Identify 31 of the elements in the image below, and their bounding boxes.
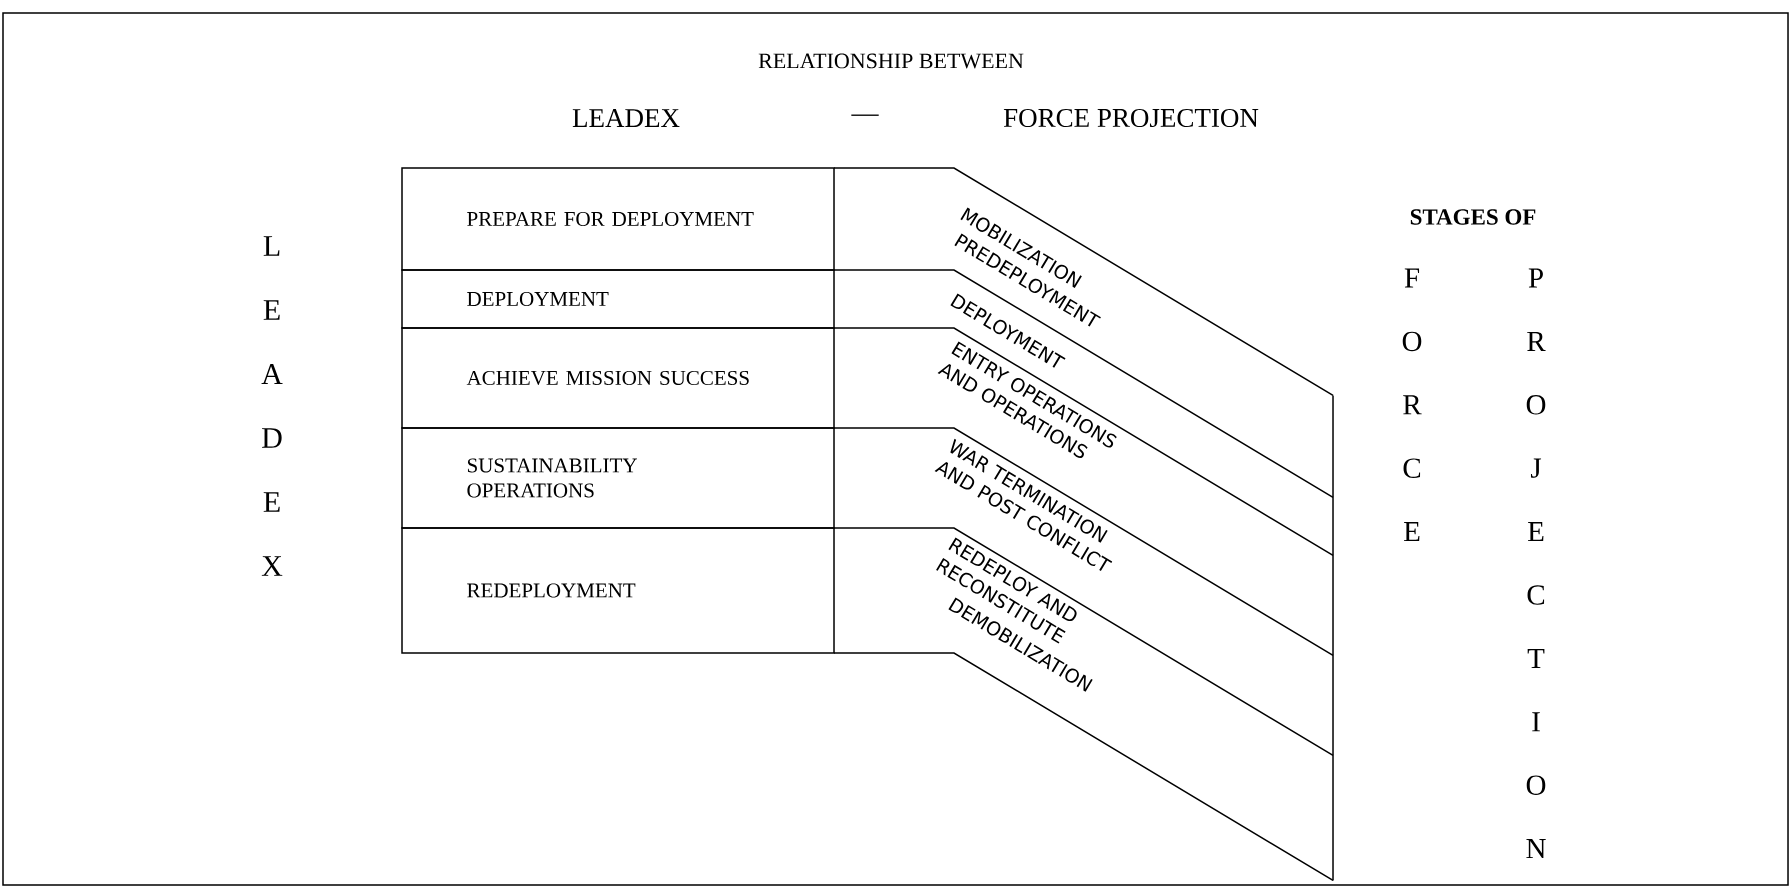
vertical-letter: E bbox=[1528, 522, 1544, 542]
vertical-letter: N bbox=[1526, 839, 1546, 859]
table-cell: REDEPLOYMENT bbox=[401, 527, 835, 654]
vertical-letter: O bbox=[1526, 775, 1546, 795]
table-cell: ACHIEVE MISSION SUCCESS bbox=[401, 327, 835, 429]
vertical-letter: E bbox=[263, 300, 280, 320]
vertical-letter: A bbox=[261, 364, 283, 384]
heading-text: LEADEX bbox=[572, 109, 680, 127]
vertical-letter: C bbox=[1527, 585, 1545, 605]
vertical-letter: E bbox=[263, 492, 280, 512]
vertical-letter: F bbox=[1404, 268, 1420, 288]
vertical-letter: I bbox=[1532, 712, 1540, 732]
heading-text: — bbox=[851, 114, 879, 116]
vertical-letter: O bbox=[1526, 395, 1546, 415]
table-cell: PREPARE FOR DEPLOYMENT bbox=[401, 167, 835, 271]
vertical-letter: L bbox=[263, 236, 280, 256]
vertical-letter: E bbox=[1404, 522, 1420, 542]
vertical-letter: X bbox=[261, 556, 283, 576]
vertical-letter: P bbox=[1528, 268, 1543, 288]
vertical-letter: O bbox=[1402, 331, 1422, 352]
vertical-letter: R bbox=[1403, 395, 1422, 415]
table-cell: DEPLOYMENT bbox=[401, 269, 835, 329]
heading-text: FORCE PROJECTION bbox=[1003, 108, 1259, 128]
vertical-letter: C bbox=[1403, 458, 1421, 478]
vertical-letter: J bbox=[1531, 458, 1542, 478]
vertical-letter: T bbox=[1527, 648, 1545, 668]
vertical-letter: R bbox=[1527, 331, 1546, 351]
title: RELATIONSHIP BETWEEN bbox=[758, 53, 1024, 69]
side-heading: STAGES OF bbox=[1410, 209, 1536, 225]
vertical-letter: D bbox=[262, 428, 282, 448]
table-cell: SUSTAINABILITY OPERATIONS bbox=[401, 427, 835, 529]
